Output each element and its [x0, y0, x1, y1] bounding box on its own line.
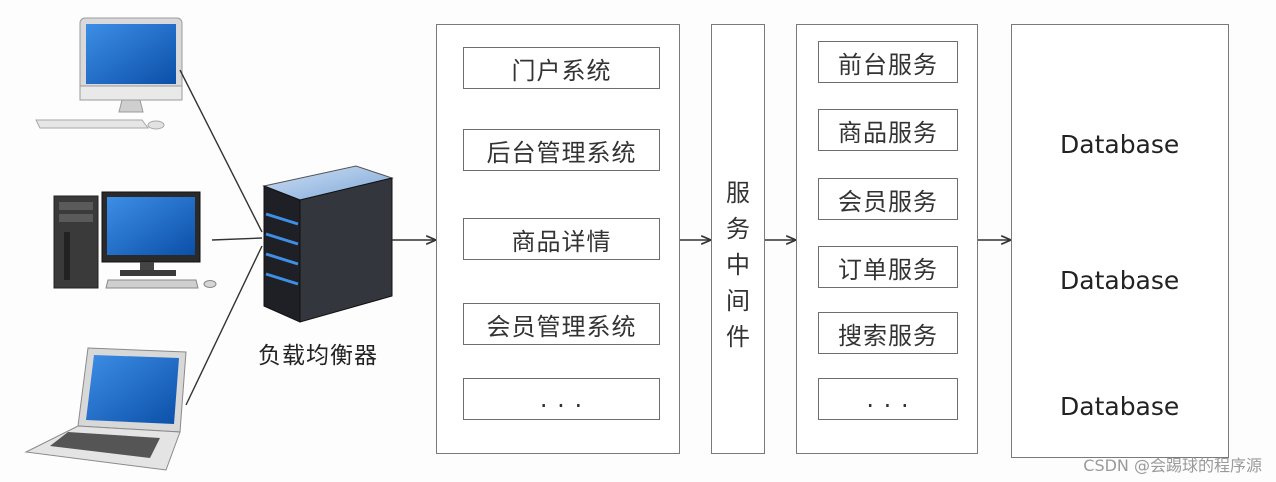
system-item-portal[interactable]: 门户系统 [463, 47, 660, 89]
database-panel [1011, 24, 1229, 458]
service-item-frontend[interactable]: 前台服务 [818, 41, 958, 83]
system-item-product-detail[interactable]: 商品详情 [463, 218, 660, 260]
system-item-member-mgmt[interactable]: 会员管理系统 [463, 303, 660, 345]
middleware-label: 服 务 中 间 件 [712, 175, 764, 355]
middleware-char: 中 [726, 251, 750, 279]
database-label-2: Database [1060, 266, 1180, 295]
client-connectors [179, 69, 263, 406]
system-item-more[interactable]: . . . [463, 378, 660, 420]
middleware-char: 件 [726, 323, 750, 351]
tower-pc-icon [53, 191, 217, 289]
middleware-char: 服 [726, 179, 750, 207]
desktop-monitor-icon [35, 17, 183, 130]
service-item-product[interactable]: 商品服务 [818, 109, 958, 151]
middleware-char: 间 [726, 287, 750, 315]
database-label-3: Database [1060, 392, 1180, 421]
service-item-more[interactable]: . . . [818, 378, 958, 420]
load-balancer-label: 负载均衡器 [258, 343, 378, 369]
load-balancer-server-icon [262, 165, 394, 323]
watermark: CSDN @会踢球的程序源 [1083, 456, 1262, 475]
service-item-member[interactable]: 会员服务 [818, 178, 958, 220]
service-middleware-panel: 服 务 中 间 件 [711, 24, 765, 454]
service-item-search[interactable]: 搜索服务 [818, 312, 958, 354]
database-label-1: Database [1060, 130, 1180, 159]
service-item-order[interactable]: 订单服务 [818, 246, 958, 288]
system-item-admin[interactable]: 后台管理系统 [463, 129, 660, 171]
laptop-icon [24, 347, 187, 471]
middleware-char: 务 [726, 215, 750, 243]
